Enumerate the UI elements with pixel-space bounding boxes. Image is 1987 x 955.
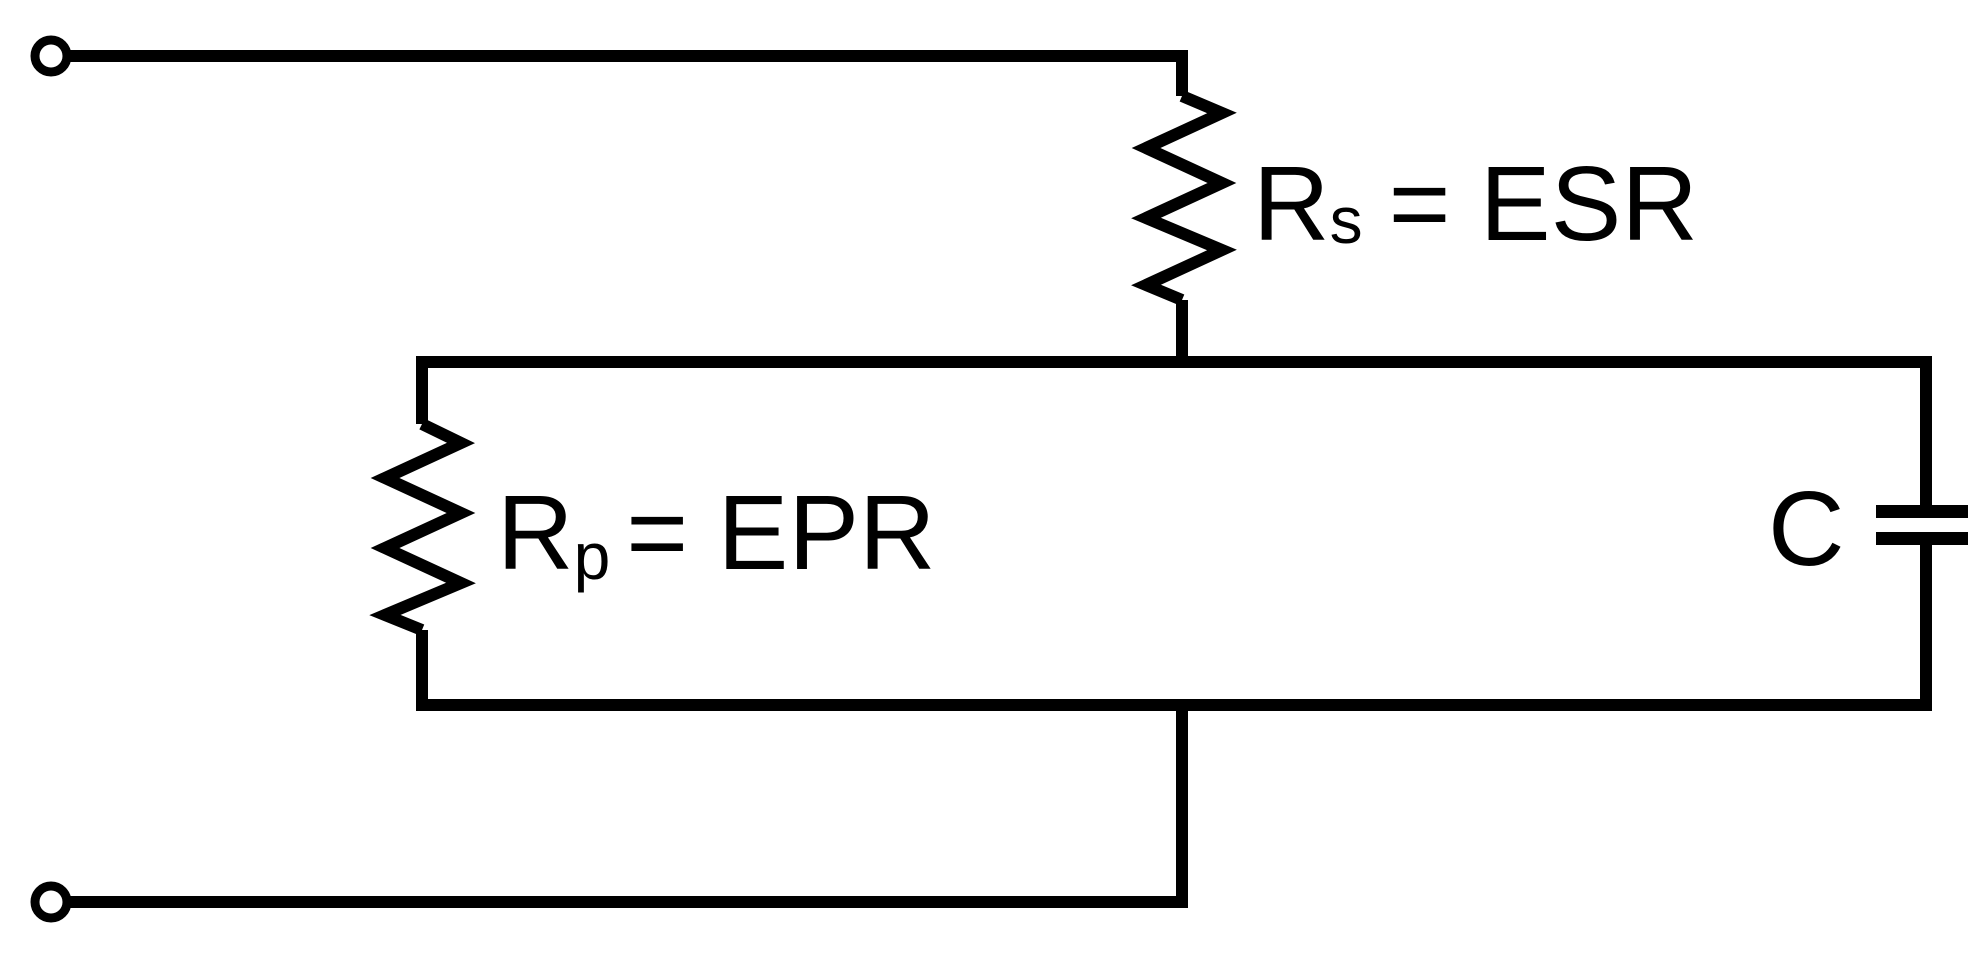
capacitor-top-plate bbox=[1876, 505, 1968, 518]
parallel-resistor-symbol: R bbox=[497, 474, 574, 592]
parallel-resistor-subscript: p bbox=[574, 519, 611, 593]
parallel-resistor-label: Rp= EPR bbox=[497, 474, 936, 593]
top-terminal-icon bbox=[30, 35, 72, 77]
series-resistor-subscript: s bbox=[1330, 183, 1363, 257]
top-input-wire bbox=[58, 50, 1188, 96]
capacitor-label: C bbox=[1768, 470, 1845, 588]
parallel-resistor-rp bbox=[369, 418, 476, 636]
series-resistor-rs bbox=[1131, 90, 1237, 306]
parallel-resistor-equation: = EPR bbox=[626, 474, 935, 592]
series-resistor-equation: = ESR bbox=[1389, 145, 1698, 263]
capacitor-bottom-plate bbox=[1876, 532, 1968, 545]
series-resistor-symbol: R bbox=[1253, 145, 1330, 263]
bottom-rail-wire bbox=[416, 540, 1932, 711]
top-rail-wire bbox=[416, 356, 1932, 515]
bottom-terminal-icon bbox=[30, 881, 72, 923]
series-resistor-label: Rs = ESR bbox=[1253, 145, 1698, 263]
